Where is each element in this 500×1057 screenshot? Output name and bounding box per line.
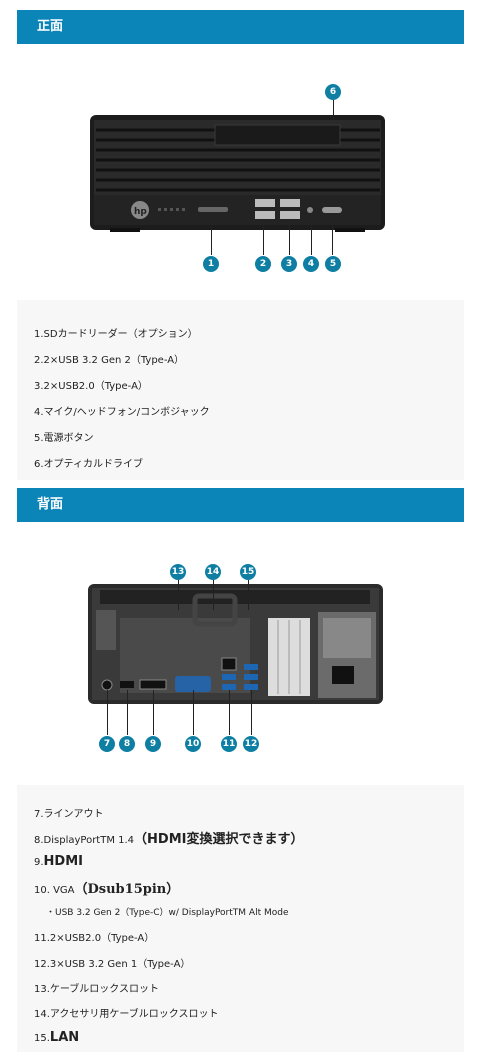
callout-3: 3: [281, 256, 297, 272]
leader-line: [263, 223, 264, 255]
front-item-1: 1.SDカードリーダー（オプション）: [34, 329, 198, 340]
back-item-10-label: 10. VGA: [34, 885, 75, 896]
callout-2: 2: [255, 256, 271, 272]
back-item-14: 14.アクセサリ用ケーブルロックスロット: [34, 1009, 219, 1020]
back-item-12: 12.3×USB 3.2 Gen 1（Type-A）: [34, 959, 191, 970]
back-item-10-usbc: ・USB 3.2 Gen 2（Type-C）w/ DisplayPortTM A…: [46, 908, 289, 918]
leader-line: [332, 213, 333, 255]
back-item-9-label: HDMI: [43, 854, 83, 869]
front-item-2: 2.2×USB 3.2 Gen 2（Type-A）: [34, 355, 185, 366]
front-parts-panel: [17, 300, 464, 480]
back-item-11: 11.2×USB2.0（Type-A）: [34, 933, 155, 944]
leader-line: [213, 580, 214, 610]
callout-7: 7: [99, 736, 115, 752]
leader-line: [178, 580, 179, 610]
callout-13: 13: [170, 564, 186, 580]
front-item-4: 4.マイク/ヘッドフォン/コンボジャック: [34, 407, 210, 418]
front-heading: 正面: [37, 19, 64, 34]
callout-8: 8: [119, 736, 135, 752]
callout-5: 5: [325, 256, 341, 272]
leader-line: [211, 213, 212, 255]
callout-15: 15: [240, 564, 256, 580]
back-item-9: 9.HDMI: [34, 854, 83, 869]
back-heading: 背面: [37, 497, 64, 512]
callout-9: 9: [145, 736, 161, 752]
back-item-15: 15.LAN: [34, 1030, 79, 1045]
back-item-8: 8.DisplayPortTM 1.4（HDMI変換選択できます）: [34, 828, 304, 847]
front-item-6: 6.オプティカルドライブ: [34, 459, 143, 470]
callout-1: 1: [203, 256, 219, 272]
front-heading-banner: 正面: [17, 10, 464, 44]
back-item-13: 13.ケーブルロックスロット: [34, 984, 160, 995]
callout-4: 4: [303, 256, 319, 272]
leader-line: [251, 690, 252, 735]
front-pc-image: hp: [90, 115, 385, 232]
back-heading-banner: 背面: [17, 488, 464, 522]
leader-line: [289, 223, 290, 255]
leader-line: [153, 690, 154, 735]
callout-11: 11: [221, 736, 237, 752]
back-parts-panel: [17, 785, 464, 1052]
svg-text:hp: hp: [134, 207, 147, 217]
back-pc-image: [88, 584, 383, 704]
front-item-3: 3.2×USB2.0（Type-A）: [34, 381, 148, 392]
leader-line: [107, 690, 108, 735]
back-item-7: 7.ラインアウト: [34, 809, 104, 820]
callout-14: 14: [205, 564, 221, 580]
leader-line: [229, 690, 230, 735]
callout-10: 10: [185, 736, 201, 752]
leader-line: [193, 690, 194, 735]
front-item-5: 5.電源ボタン: [34, 433, 94, 444]
callout-12: 12: [243, 736, 259, 752]
leader-line: [248, 580, 249, 610]
leader-line: [127, 690, 128, 735]
back-item-10-note: （Dsub15pin）: [74, 882, 180, 897]
back-item-9-number: 9.: [34, 857, 44, 868]
callout-6: 6: [325, 84, 341, 100]
back-item-8-note: （HDMI変換選択できます）: [134, 832, 304, 847]
back-item-15-number: 15.: [34, 1033, 50, 1044]
back-item-10: 10. VGA（Dsub15pin）: [34, 878, 179, 897]
back-item-15-label: LAN: [49, 1030, 80, 1045]
leader-line: [311, 213, 312, 255]
back-item-8-label: 8.DisplayPortTM 1.4: [34, 835, 135, 846]
leader-line: [333, 100, 334, 120]
